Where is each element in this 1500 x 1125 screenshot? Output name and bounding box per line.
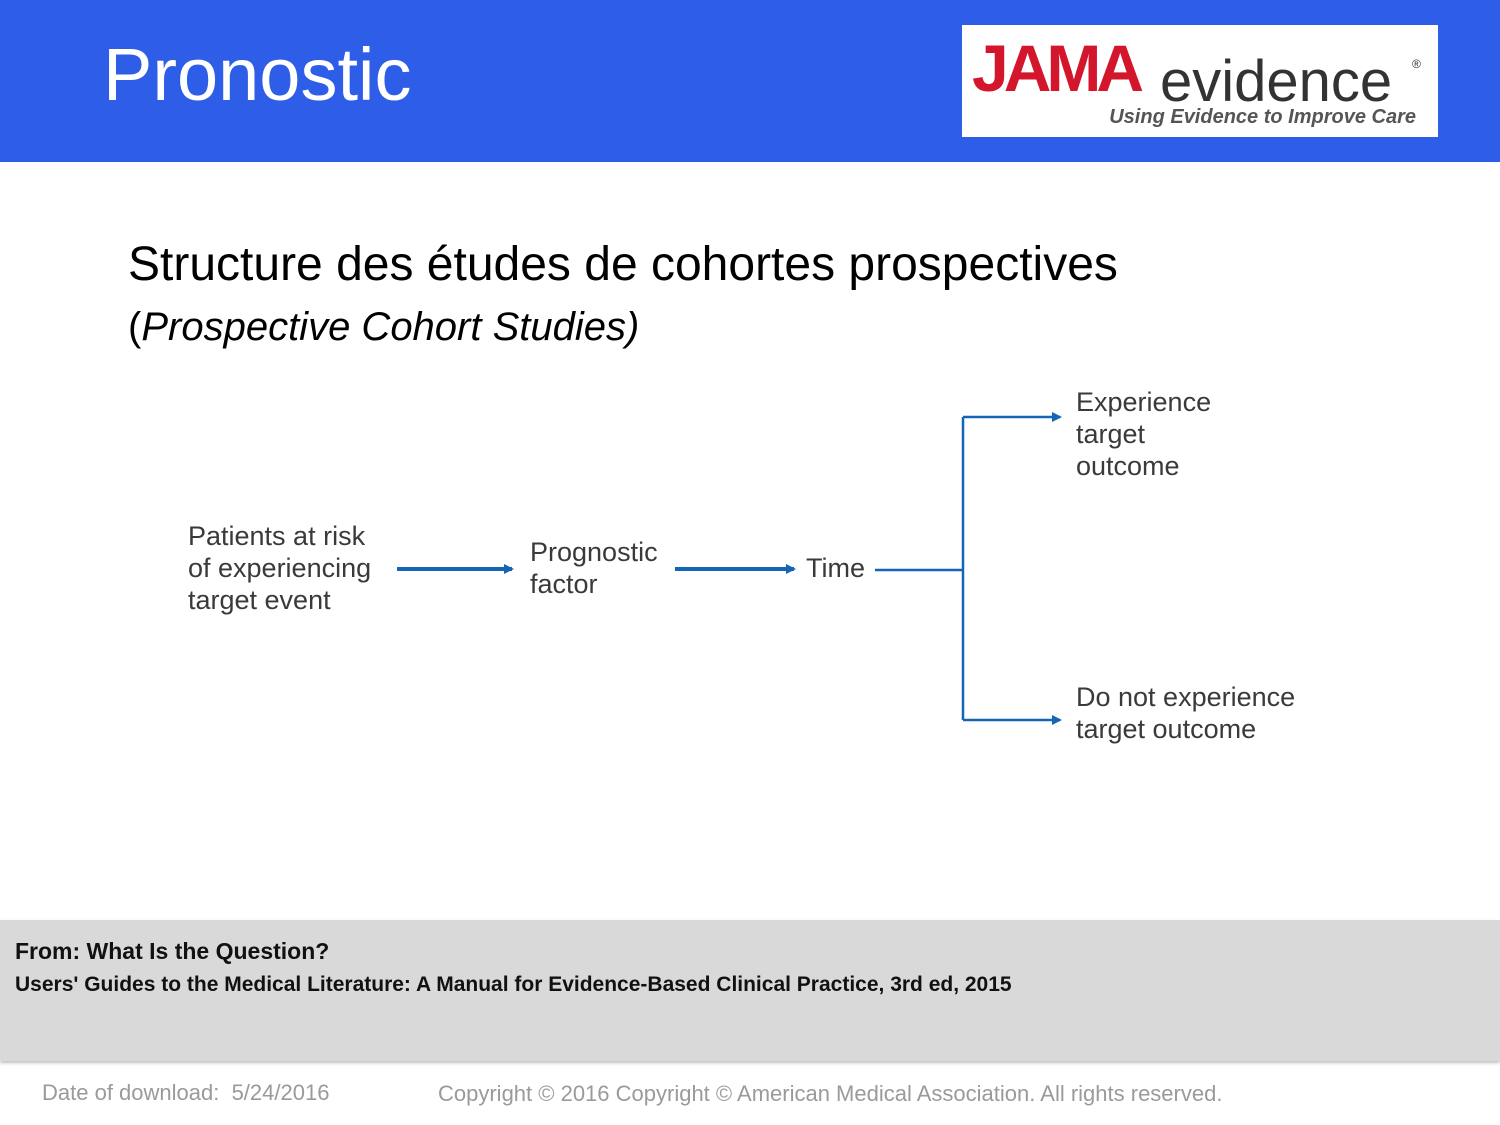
node-prognostic-factor: Prognostic factor [530, 537, 658, 599]
slide-heading: Structure des études de cohortes prospec… [128, 238, 1118, 291]
subheading-italic: Prospective Cohort Studies) [141, 305, 640, 349]
cohort-study-diagram: Patients at risk of experiencing target … [0, 370, 1500, 770]
node-experience-outcome: Experience target outcome [1076, 387, 1212, 481]
diagram-connectors [397, 412, 1062, 725]
logo-product: evidence [1160, 49, 1393, 114]
logo-tagline: Using Evidence to Improve Care [1109, 106, 1416, 128]
citation-from: From: What Is the Question? [15, 938, 330, 964]
header-bar: Pronostic JAMA evidence ® Using Evidence… [0, 0, 1500, 162]
slide-subheading: (Prospective Cohort Studies) [128, 303, 639, 351]
node-no-experience-outcome: Do not experience target outcome [1076, 682, 1296, 744]
jama-evidence-logo: JAMA evidence ® Using Evidence to Improv… [962, 25, 1438, 137]
node-patients-at-risk: Patients at risk of experiencing target … [188, 521, 372, 615]
logo-registered-mark: ® [1412, 57, 1421, 71]
logo-brand: JAMA [972, 31, 1144, 105]
node-time: Time [806, 553, 865, 583]
download-date: Date of download: 5/24/2016 [42, 1080, 330, 1105]
subheading-paren: ( [128, 305, 142, 349]
copyright-notice: Copyright © 2016 Copyright © American Me… [438, 1081, 1223, 1106]
citation-source: Users' Guides to the Medical Literature:… [15, 973, 1012, 996]
page-title: Pronostic [103, 33, 412, 116]
citation-box: From: What Is the Question? Users' Guide… [0, 920, 1500, 1061]
